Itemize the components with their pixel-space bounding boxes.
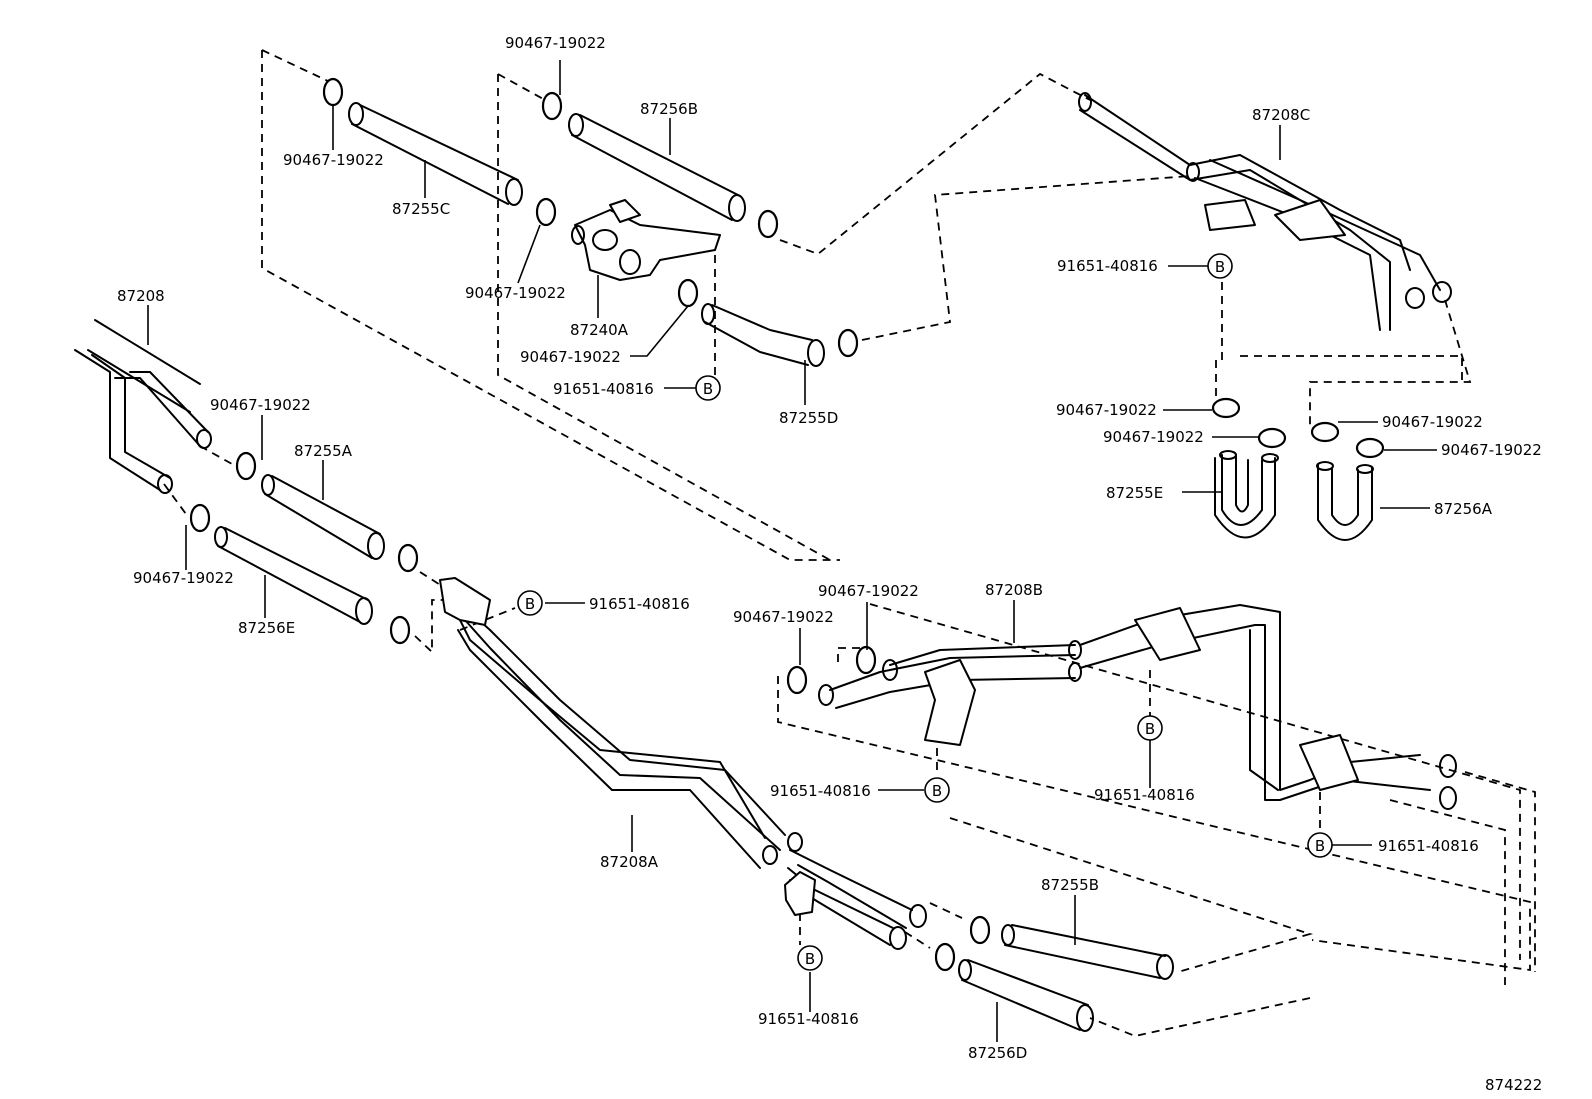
hose-87255c [348, 102, 523, 206]
label-clamp: 90467-19022 [1056, 401, 1157, 419]
hose-87256a-u [1316, 461, 1374, 541]
hose-clamp [535, 197, 557, 227]
label-bolt: 91651-40816 [758, 1010, 859, 1028]
label-clamp: 90467-19022 [465, 284, 566, 302]
label-87208c: 87208C [1252, 106, 1310, 124]
hose-clamp [1211, 397, 1241, 419]
label-bolt: 91651-40816 [1378, 837, 1479, 855]
tube-87208b [818, 604, 1457, 810]
hose-clamp [389, 615, 411, 645]
svg-text:B: B [1215, 258, 1225, 276]
hose-clamp [235, 451, 257, 481]
label-clamp: 90467-19022 [1103, 428, 1204, 446]
label-bolt: 91651-40816 [589, 595, 690, 613]
bolt-callout-b: B [695, 375, 721, 401]
tube-87208 [74, 319, 212, 494]
label-87255b: 87255B [1041, 876, 1099, 894]
svg-text:B: B [703, 380, 713, 398]
hose-clamp [1355, 437, 1385, 459]
label-clamp: 90467-19022 [505, 34, 606, 52]
hose-clamp [1310, 421, 1340, 443]
hose-clamps [189, 77, 1385, 972]
hose-87256e [214, 526, 373, 625]
label-87255c: 87255C [392, 200, 450, 218]
hose-clamp [397, 543, 419, 573]
bolt-callouts: B B B B B B B [517, 253, 1333, 971]
label-clamp: 90467-19022 [520, 348, 621, 366]
hose-87255b [1001, 924, 1174, 980]
diagram-id: 874222 [1485, 1076, 1542, 1094]
label-bolt: 91651-40816 [1094, 786, 1195, 804]
bolt-callout-b: B [517, 590, 543, 616]
hose-clamp [677, 278, 699, 308]
label-clamp: 90467-19022 [1441, 441, 1542, 459]
label-87208a: 87208A [600, 853, 659, 871]
hose-clamp [837, 328, 859, 358]
hose-clamp [786, 665, 808, 695]
dashed-guide-lines [163, 49, 1536, 1037]
hose-87255d [701, 303, 825, 367]
label-clamp: 90467-19022 [818, 582, 919, 600]
water-valve-87240a [571, 199, 721, 281]
label-clamp: 90467-19022 [283, 151, 384, 169]
svg-text:B: B [805, 950, 815, 968]
label-clamp: 90467-19022 [1382, 413, 1483, 431]
label-bolt: 91651-40816 [770, 782, 871, 800]
hose-clamp [189, 503, 211, 533]
label-clamp: 90467-19022 [210, 396, 311, 414]
hose-clamp [969, 915, 991, 945]
hose-clamp [855, 645, 877, 675]
hose-87255e-u [1214, 450, 1279, 539]
bolt-callout-b: B [1137, 715, 1163, 741]
tube-87208a [439, 577, 927, 950]
svg-text:B: B [1315, 837, 1325, 855]
hose-clamp [934, 942, 956, 972]
bolt-callout-b: B [1207, 253, 1233, 279]
label-87256d: 87256D [968, 1044, 1027, 1062]
hose-87256d [958, 959, 1094, 1032]
hose-87255a [261, 474, 385, 560]
label-clamp: 90467-19022 [133, 569, 234, 587]
label-87208: 87208 [117, 287, 165, 305]
label-bolt: 91651-40816 [1057, 257, 1158, 275]
bolt-callout-b: B [797, 945, 823, 971]
label-87255a: 87255A [294, 442, 353, 460]
label-87240a: 87240A [570, 321, 629, 339]
label-87255e-right: 87255E [1106, 484, 1163, 502]
hose-87256b [568, 113, 746, 222]
hose-clamp [541, 91, 563, 121]
label-87208b: 87208B [985, 581, 1043, 599]
bolt-callout-b: B [1307, 832, 1333, 858]
label-87256b: 87256B [640, 100, 698, 118]
svg-text:B: B [525, 595, 535, 613]
tube-87208c [1078, 92, 1452, 331]
bolt-callout-b: B [924, 777, 950, 803]
svg-text:B: B [1145, 720, 1155, 738]
label-87256a: 87256A [1434, 500, 1493, 518]
leader-lines [147, 60, 1437, 1042]
label-clamp: 90467-19022 [733, 608, 834, 626]
part-labels: 90467-19022 90467-19022 90467-19022 9046… [117, 34, 1542, 1094]
label-bolt: 91651-40816 [553, 380, 654, 398]
hose-clamp [322, 77, 344, 107]
label-87256e: 87256E [238, 619, 295, 637]
hose-clamp [1257, 427, 1287, 449]
hose-clamp [757, 209, 779, 239]
svg-text:B: B [932, 782, 942, 800]
label-87255d: 87255D [779, 409, 838, 427]
